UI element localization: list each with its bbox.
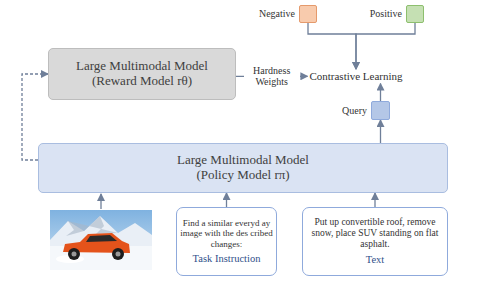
positive-sample: Positive	[370, 5, 424, 23]
sample-square	[406, 5, 424, 23]
car-wheel	[68, 248, 80, 260]
car-photo	[50, 210, 152, 270]
connector-arrow	[226, 193, 227, 207]
node-text: Negative	[259, 8, 295, 20]
node-text: Query	[342, 105, 367, 117]
connector-arrow	[374, 193, 375, 207]
node-text: Put up convertible roof, remove snow, pl…	[308, 217, 442, 250]
node-text: Task Instruction	[193, 253, 261, 265]
negative-sample: Negative	[259, 5, 317, 23]
car-wheel	[112, 248, 124, 260]
connector-arrow	[308, 23, 356, 69]
connector-arrow	[356, 23, 415, 69]
car-hub	[116, 252, 121, 257]
edge-label: Hardness Weights	[244, 65, 300, 88]
image-arrow	[100, 194, 101, 209]
connector-arrow	[380, 84, 381, 101]
mountain-rock	[66, 216, 118, 236]
node-text: Find a similar everyd ay image with the …	[180, 218, 273, 249]
node-text: Positive	[370, 8, 402, 20]
node-text: Large Multimodal Model (Reward Model rθ)	[67, 59, 217, 89]
policy-model-box: Large Multimodal Model (Policy Model rπ)	[38, 143, 448, 193]
node-text: Large Multimodal Model (Policy Model rπ)	[168, 153, 318, 183]
text-box: Put up convertible roof, remove snow, pl…	[302, 207, 448, 276]
car-window	[86, 235, 117, 242]
contrastive-learning: Contrastive Learning	[307, 69, 404, 84]
node-text: Contrastive Learning	[309, 70, 402, 83]
node-text: Text	[366, 254, 385, 266]
query-embedding: Query	[342, 101, 390, 120]
sky	[50, 210, 152, 270]
sample-square	[371, 101, 390, 120]
reward-model-box: Large Multimodal Model (Reward Model rθ)	[48, 48, 236, 100]
connector-arrow	[380, 120, 381, 143]
instruction-box: Find a similar everyd ay image with the …	[176, 207, 277, 276]
sample-square	[299, 5, 317, 23]
car-hub	[72, 252, 77, 257]
